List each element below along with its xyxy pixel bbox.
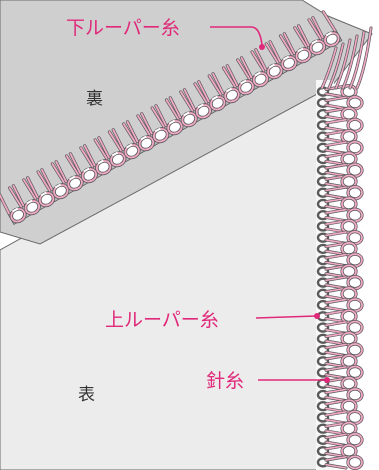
edge-stitch-row bbox=[316, 275, 364, 291]
edge-stitch-row bbox=[316, 297, 364, 313]
edge-stitch-row bbox=[316, 263, 358, 279]
lower-looper-loop bbox=[211, 66, 241, 104]
edge-stitch-row bbox=[316, 252, 364, 268]
edge-stitch-row bbox=[316, 106, 358, 122]
leader-lines bbox=[210, 26, 326, 381]
lower-looper-loop bbox=[282, 26, 312, 64]
lower-looper-loop bbox=[111, 122, 141, 160]
lower-looper-loop bbox=[168, 90, 198, 128]
edge-stitch-row bbox=[316, 230, 364, 246]
edge-stitch-row bbox=[316, 207, 364, 223]
edge-stitch-row bbox=[316, 128, 358, 145]
edge-stitch-row bbox=[316, 331, 358, 347]
lower-looper-loop bbox=[225, 58, 255, 96]
lower-looper-loop bbox=[40, 162, 70, 200]
lower-looper-loop bbox=[297, 18, 327, 56]
lower-looper-label: 下ルーパー糸 bbox=[66, 17, 180, 39]
lower-looper-loop bbox=[83, 138, 113, 176]
needle-thread-label: 針糸 bbox=[206, 370, 244, 392]
lower-looper-stitches bbox=[0, 10, 343, 226]
edge-stitch-row bbox=[316, 421, 358, 437]
edge-stitch-row bbox=[316, 409, 364, 426]
edge-stitch-row bbox=[316, 342, 364, 358]
edge-stitch-row bbox=[316, 95, 364, 111]
lower-looper-loop bbox=[0, 186, 27, 224]
edge-stitch-row bbox=[316, 353, 358, 369]
edge-stitch-row bbox=[316, 185, 364, 201]
lower-looper-loop bbox=[54, 154, 84, 192]
edge-stitch-row bbox=[316, 286, 358, 302]
edge-stitch-row bbox=[316, 140, 364, 156]
back-side-label: 裏 bbox=[86, 88, 103, 109]
edge-stitch-row bbox=[316, 387, 364, 403]
upper-looper-label: 上ルーパー糸 bbox=[105, 309, 219, 331]
edge-stitch-row bbox=[316, 241, 358, 257]
lower-looper-loop bbox=[68, 146, 98, 184]
edge-stitch-row bbox=[316, 364, 364, 381]
lower-looper-loop bbox=[26, 170, 56, 208]
edge-stitch-row bbox=[316, 443, 358, 459]
lower-looper-loop bbox=[254, 42, 284, 80]
edge-stitch-row bbox=[316, 162, 364, 178]
edge-stitch-row bbox=[316, 319, 364, 336]
lower-looper-loop bbox=[239, 50, 269, 88]
lower-looper-loop bbox=[125, 114, 155, 152]
edge-stitch-row bbox=[316, 196, 358, 212]
corner-threads bbox=[320, 26, 373, 90]
leader-dots bbox=[259, 44, 330, 383]
edge-stitch-row bbox=[316, 398, 358, 414]
front-side-label: 表 bbox=[78, 385, 95, 405]
lower-looper-loop bbox=[182, 82, 212, 120]
edge-stitch-row bbox=[316, 218, 358, 235]
lower-looper-loop bbox=[140, 106, 170, 144]
lower-looper-loop bbox=[268, 34, 298, 72]
edge-stitch-row bbox=[316, 151, 358, 167]
edge-stitch-row bbox=[316, 454, 364, 470]
lower-looper-loop bbox=[11, 178, 41, 216]
lower-looper-loop bbox=[97, 130, 127, 168]
edge-stitch-row bbox=[316, 173, 358, 190]
lower-looper-loop bbox=[197, 74, 227, 112]
edge-stitch-row bbox=[316, 117, 364, 133]
lower-looper-loop bbox=[154, 98, 184, 136]
lower-looper-loop bbox=[311, 10, 341, 48]
edge-stitches bbox=[316, 26, 373, 470]
edge-stitch-row bbox=[316, 432, 364, 448]
edge-stitch-row bbox=[316, 308, 358, 324]
